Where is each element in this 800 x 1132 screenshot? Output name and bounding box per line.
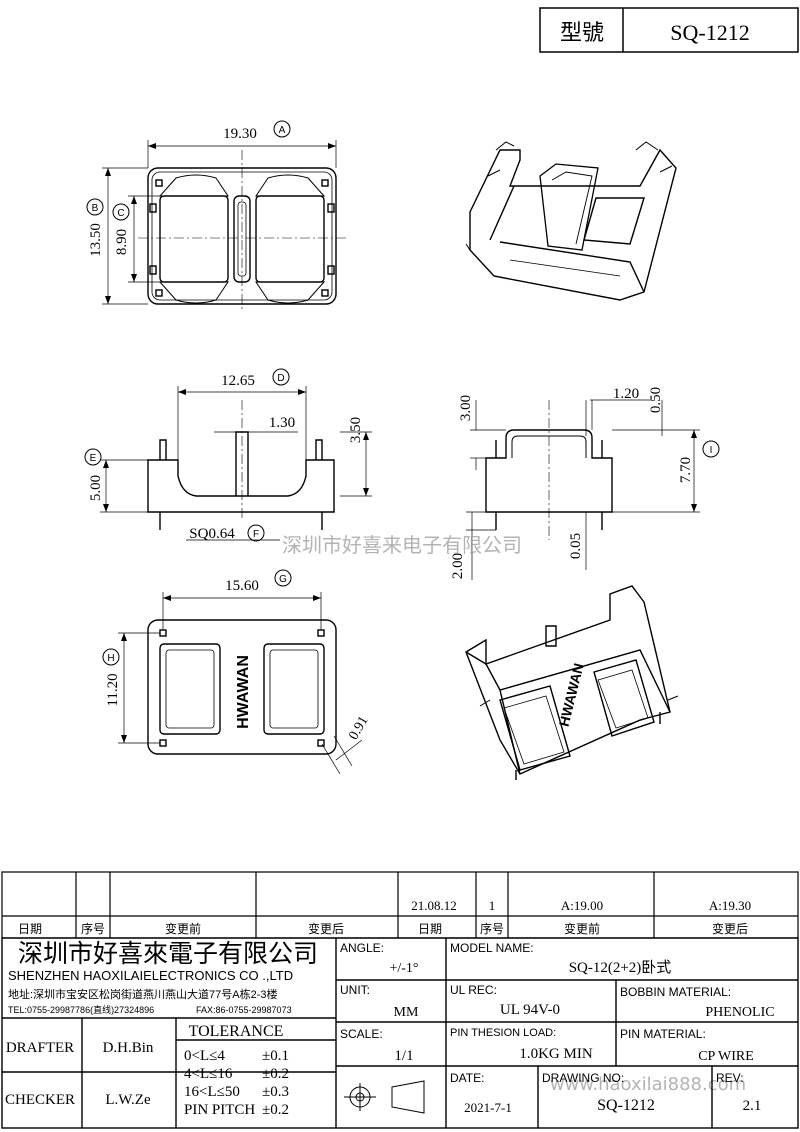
watermark-company: 深圳市好喜来电子有限公司 — [282, 533, 522, 557]
dim-d: 12.65 — [221, 373, 255, 389]
company-fax: FAX:86-0755-29987073 — [196, 1005, 292, 1015]
dim-s050: 0.50 — [648, 387, 664, 413]
drawing-no-value: SQ-1212 — [597, 1097, 655, 1114]
top-view — [86, 120, 346, 312]
rev-header-after: 变更后 — [308, 921, 344, 936]
model-name-label: MODEL NAME: — [450, 941, 534, 955]
tolerance-value-2: ±0.2 — [262, 1066, 289, 1082]
tag-g: G — [279, 574, 287, 585]
angle-value: +/-1° — [389, 961, 418, 976]
checker-value: L.W.Ze — [105, 1092, 151, 1108]
tolerance-range-4: PIN PITCH — [184, 1102, 255, 1118]
tag-b: B — [92, 203, 99, 214]
watermark-site: www.haoxilai888.com — [550, 1074, 746, 1095]
angle-label: ANGLE: — [340, 941, 384, 955]
logo-hwawan-iso: HWAWAN — [556, 662, 587, 729]
drawing-no-label: DRAWING NO: — [542, 1071, 624, 1085]
dim-height-350: 3.50 — [348, 417, 364, 443]
model-value: SQ-1212 — [670, 20, 749, 45]
dim-pin-gap: 1.30 — [269, 415, 295, 431]
pin-load-value: 1.0KG MIN — [519, 1046, 592, 1062]
dim-s005: 0.05 — [568, 533, 584, 559]
rev-header-seq: 序号 — [81, 921, 105, 936]
dim-091: 0.91 — [346, 714, 371, 743]
ul-rec-label: UL REC: — [450, 983, 497, 997]
company-address: 地址:深圳市宝安区松岗街道燕川燕山大道77号A栋2-3楼 — [8, 987, 278, 1001]
pin-material-value: CP WIRE — [698, 1049, 754, 1064]
dim-pin: SQ0.64 — [189, 526, 235, 542]
rev-before-cell: A:19.00 — [561, 898, 603, 913]
dim-i: 7.70 — [678, 457, 694, 483]
date-label: DATE: — [450, 1071, 484, 1085]
rev-header-seq-2: 序号 — [480, 921, 504, 936]
dim-s200: 2.00 — [450, 553, 466, 579]
logo-hwawan-bottom: HWAWAN — [235, 655, 252, 729]
model-label: 型號 — [560, 20, 604, 45]
pin-load-label: PIN THESION LOAD: — [450, 1027, 556, 1039]
title-block-grid — [1, 937, 799, 1129]
tolerance-value-1: ±0.1 — [262, 1048, 289, 1064]
bottom-view — [102, 569, 363, 775]
company-tel: TEL:0755-29987786(直线)27324896 — [8, 1004, 154, 1015]
rev-header-before: 变更前 — [165, 921, 201, 936]
pin-material-label: PIN MATERIAL: — [620, 1027, 706, 1041]
tag-f: F — [253, 529, 259, 540]
dim-h: 11.20 — [105, 673, 121, 706]
model-name-value: SQ-12(2+2)卧式 — [569, 959, 672, 976]
dim-c: 8.90 — [114, 229, 130, 255]
tolerance-value-3: ±0.3 — [262, 1084, 289, 1100]
tag-e: E — [90, 453, 97, 464]
model-title-block — [539, 7, 799, 53]
drafter-value: D.H.Bin — [103, 1040, 154, 1056]
rev-value: 2.1 — [743, 1098, 762, 1114]
rev-header-before-2: 变更前 — [564, 921, 600, 936]
side-view — [466, 399, 720, 580]
unit-label: UNIT: — [340, 983, 370, 997]
checker-label: CHECKER — [5, 1092, 75, 1108]
isometric-bottom — [465, 585, 679, 780]
tolerance-range-3: 16<L≤50 — [184, 1084, 240, 1100]
front-view — [84, 368, 372, 542]
rev-label: REV: — [716, 1071, 744, 1085]
tag-i: I — [710, 445, 713, 456]
revision-table — [1, 871, 799, 939]
tag-d: D — [277, 373, 284, 384]
dim-e: 5.00 — [88, 475, 104, 501]
tolerance-value-4: ±0.2 — [262, 1102, 289, 1118]
tag-a: A — [279, 125, 286, 136]
ul-rec-value: UL 94V-0 — [500, 1002, 560, 1018]
dim-s300: 3.00 — [458, 395, 474, 421]
rev-header-date-2: 日期 — [418, 922, 442, 936]
tolerance-range-2: 4<L≤16 — [184, 1066, 233, 1082]
dim-b: 13.50 — [88, 223, 104, 257]
scale-label: SCALE: — [340, 1027, 383, 1041]
dim-a: 19.30 — [223, 126, 257, 142]
tolerance-range-1: 0<L≤4 — [184, 1048, 225, 1064]
dim-s120: 1.20 — [613, 386, 639, 402]
drafter-label: DRAFTER — [6, 1040, 74, 1056]
scale-value: 1/1 — [394, 1048, 413, 1064]
rev-header-date: 日期 — [18, 922, 42, 936]
rev-after-cell: A:19.30 — [709, 898, 751, 913]
isometric-top — [465, 141, 677, 301]
dim-g: 15.60 — [225, 578, 259, 594]
company-name-en: SHENZHEN HAOXILAIELECTRONICS CO .,LTD — [8, 968, 293, 983]
projection-symbol-icon — [344, 1080, 425, 1114]
bobbin-material-label: BOBBIN MATERIAL: — [620, 985, 731, 999]
rev-header-after-2: 变更后 — [712, 921, 748, 936]
tag-h: H — [107, 653, 114, 664]
rev-date-cell: 21.08.12 — [411, 898, 457, 913]
company-name-cn: 深圳市好喜來電子有限公司 — [18, 940, 318, 968]
rev-seq-cell: 1 — [489, 898, 496, 913]
tag-c: C — [117, 208, 124, 219]
date-value: 2021-7-1 — [464, 1100, 512, 1115]
bobbin-material-value: PHENOLIC — [705, 1005, 774, 1020]
tolerance-title: TOLERANCE — [189, 1023, 284, 1040]
unit-value: MM — [394, 1005, 419, 1020]
